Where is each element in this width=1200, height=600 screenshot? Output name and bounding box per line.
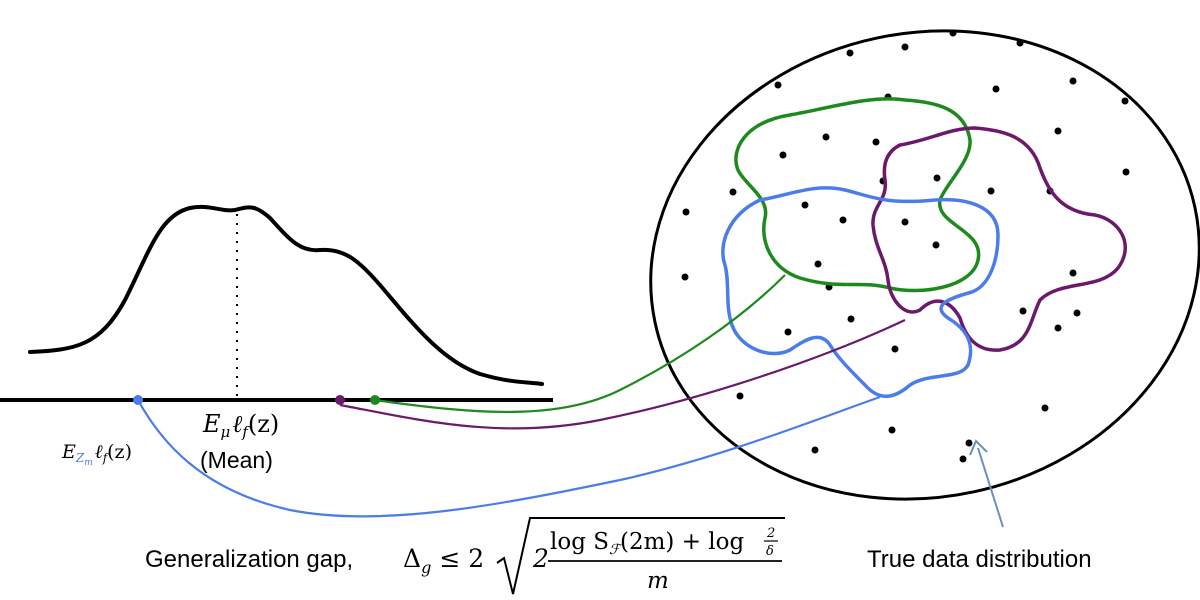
gap-lhs: Δg≤ 2: [403, 544, 484, 577]
green-sample-region: [734, 97, 981, 293]
arrowhead-icon: [969, 439, 988, 456]
purple-sample-marker: [335, 395, 345, 405]
green-sample-marker: [370, 395, 380, 405]
true-distribution-arrow: [977, 447, 1004, 528]
empirical-mean-marker: [133, 395, 143, 405]
mean-expression: Eμℓf(z): [202, 410, 279, 441]
green-connector: [374, 274, 786, 413]
blue-connector: [137, 395, 881, 518]
fraction-numerator: log Sℱ(2m) + log: [550, 529, 745, 558]
blue-sample-region: [721, 186, 1000, 398]
small-fraction-denominator: δ: [766, 544, 774, 559]
fraction-denominator: m: [647, 568, 669, 594]
mean-word-label: (Mean): [200, 447, 273, 473]
true-distribution-label: True data distribution: [867, 546, 1092, 573]
purple-connector: [339, 319, 906, 430]
generalization-gap-label: Generalization gap,: [145, 546, 353, 573]
true-distribution-ellipse: [649, 29, 1200, 501]
square-root-sign: [496, 517, 785, 595]
inner-coefficient: 2: [532, 544, 549, 573]
small-fraction-numerator: 2: [766, 526, 775, 541]
data-points: [681, 29, 1130, 463]
density-curve: [28, 204, 544, 386]
purple-sample-region: [871, 126, 1127, 352]
